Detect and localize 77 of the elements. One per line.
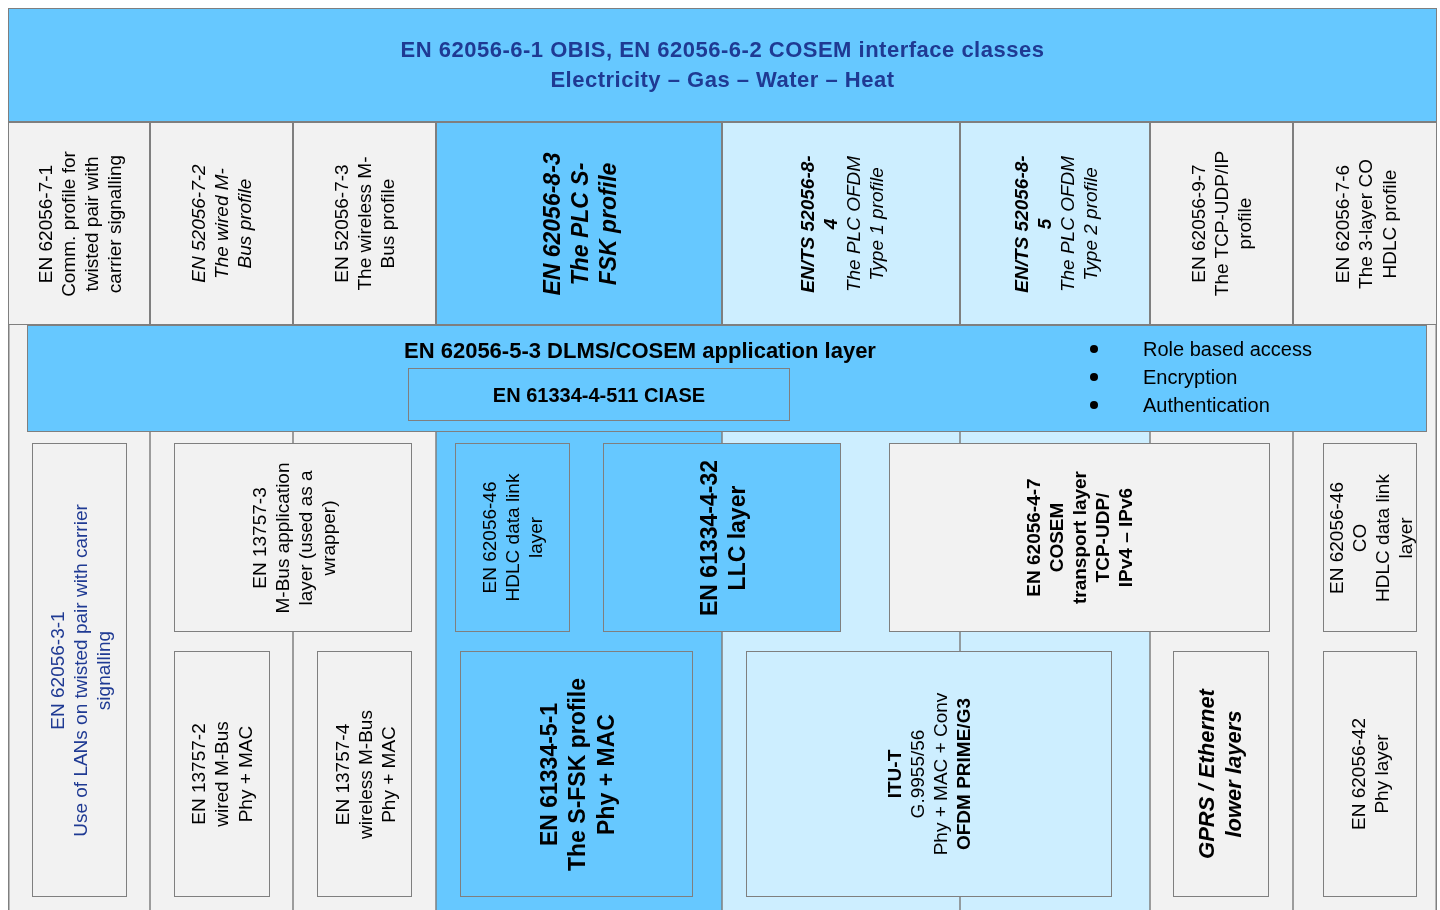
layer-box [1323,651,1417,897]
profile-header [722,122,960,325]
banner [8,8,1437,122]
standard-label: EN 52056-7-3 [329,164,353,283]
layer-box [460,651,693,897]
profile-header [436,122,722,325]
layer-box [603,443,841,632]
standard-label: EN 62056-3-1 [44,610,68,730]
feature-item: Role based access [1143,337,1312,362]
profile-header [1150,122,1293,325]
layer-box [408,368,790,421]
standard-label: EN/TS 52056-8-5 [1008,153,1055,295]
banner-title: EN 62056-6-1 OBIS, EN 62056-6-2 COSEM interface classes [400,36,1045,65]
standard-label: EN 62056-4-7 [1021,478,1045,597]
feature-item: Authentication [1143,393,1270,418]
standard-label: EN 62056-9-7 [1186,164,1210,283]
standard-label: EN 52056-7-2 [186,164,210,283]
standard-label: EN 62056-42 [1346,718,1370,830]
standard-label: Phy layer [1370,734,1393,814]
standard-label: EN 62056-8-3 [536,151,565,296]
standard-label: The PLC OFDM Type 1 profile [841,154,888,294]
layer-box [317,651,412,897]
application-layer-band [27,325,1427,432]
standard-label: EN 62056-46 CO [1323,480,1370,596]
standard-label: Phy + MAC + Conv [929,692,952,856]
standard-label: G.9955/56 [905,729,929,819]
standard-label: Phy + MAC [376,725,400,823]
standard-label: The S-FSK profile [562,677,591,871]
standard-label: wireless M-Bus [352,709,376,839]
standard-label: transport layer [1067,471,1091,605]
standard-label: EN 13757-3 [246,486,270,589]
standard-label: M-Bus application layer (used as a wrapper) [269,461,340,615]
layer-box [32,443,127,897]
standard-label: The wired M-Bus profile [209,167,257,281]
standard-label: EN/TS 52056-8-4 [794,153,841,295]
layer-box [174,651,270,897]
standard-label: GPRS / Ethernet lower layers [1194,689,1247,859]
profile-header [150,122,293,325]
layer-box [455,443,570,632]
standard-label: EN 62056-7-6 [1330,164,1354,283]
layer-title: EN 62056-5-3 DLMS/COSEM application layer [404,337,876,365]
profile-header [1293,122,1437,325]
feature-item: Encryption [1143,365,1238,390]
standard-label: EN 62056-7-1 [32,164,56,283]
standard-label: EN 13757-4 [329,723,353,825]
standard-label: ITU-T [882,749,906,799]
standard-label: Comm. profile for twisted pair with carrier signalling [55,149,126,299]
layer-box [746,651,1112,897]
standard-label: Use of LANs on twisted pair with carrier signalling [67,502,115,839]
standard-label: HDLC data link layer [1370,472,1417,604]
profile-header [960,122,1150,325]
standard-label: Phy + MAC [233,725,257,823]
banner-title: Electricity – Gas – Water – Heat [550,66,895,94]
layer-box [174,443,412,632]
layer-box [889,443,1270,632]
profile-header [293,122,436,325]
standard-label: Phy + MAC [590,713,619,835]
standard-label: The TCP-UDP/IP profile [1209,149,1257,299]
standard-label: The wireless M-Bus profile [352,155,400,293]
standard-label: EN 62056-46 [477,481,501,594]
standard-label: EN 61334-4-32 [693,459,722,616]
standard-label: HDLC data link layer [500,472,548,604]
layer-box [1323,443,1417,632]
layer-box [1173,651,1269,897]
standard-label: OFDM PRIME/G3 [952,698,976,850]
standard-label: COSEM [1044,502,1068,573]
standard-label: The PLC S-FSK profile [564,161,622,287]
standard-label: IPv4 – IPv6 [1114,487,1138,588]
standard-label: The 3-layer CO HDLC profile [1353,157,1400,291]
standard-label: LLC layer [722,485,751,590]
profile-header [8,122,150,325]
standard-label: The PLC OFDM Type 2 profile [1055,154,1102,294]
standard-label: wired M-Bus [210,721,234,827]
layer-title: EN 61334-4-511 CIASE [492,382,706,408]
standard-label: TCP-UDP/ [1091,492,1115,583]
standard-label: EN 13757-2 [187,723,211,825]
standard-label: EN 61334-5-1 [534,702,563,846]
